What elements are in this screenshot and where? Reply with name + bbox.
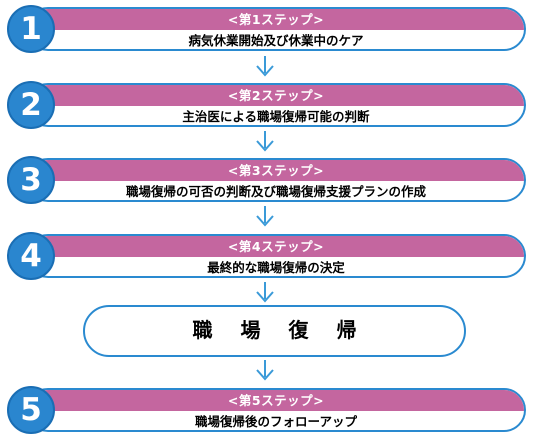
step-5-text: 職場復帰後のフォローアップ [194, 414, 357, 429]
arrow-down-icon [256, 360, 274, 381]
step-5: <第5ステップ> 職場復帰後のフォローアップ 5 [0, 386, 535, 434]
step-1-number: 1 [7, 5, 55, 53]
step-1-label: <第1ステップ> [28, 9, 524, 30]
step-3-text: 職場復帰の可否の判断及び職場復帰支援プランの作成 [125, 184, 426, 199]
step-4-box: <第4ステップ> 最終的な職場復帰の決定 [26, 234, 526, 278]
step-5-box: <第5ステップ> 職場復帰後のフォローアップ [26, 388, 526, 432]
step-4-text: 最終的な職場復帰の決定 [207, 260, 345, 275]
step-2: <第2ステップ> 主治医による職場復帰可能の判断 2 [0, 81, 535, 129]
step-3-box: <第3ステップ> 職場復帰の可否の判断及び職場復帰支援プランの作成 [26, 158, 526, 202]
step-3: <第3ステップ> 職場復帰の可否の判断及び職場復帰支援プランの作成 3 [0, 156, 535, 204]
step-1: <第1ステップ> 病気休業開始及び休業中のケア 1 [0, 5, 535, 53]
step-4-label: <第4ステップ> [28, 236, 524, 257]
step-5-number: 5 [7, 386, 55, 434]
step-2-box: <第2ステップ> 主治医による職場復帰可能の判断 [26, 83, 526, 127]
arrow-down-icon [256, 56, 274, 77]
step-2-text: 主治医による職場復帰可能の判断 [182, 109, 370, 124]
arrow-down-icon [256, 282, 274, 303]
step-2-label: <第2ステップ> [28, 85, 524, 106]
arrow-down-icon [256, 131, 274, 152]
return-to-work-box: 職場復帰 [83, 305, 466, 357]
step-3-label: <第3ステップ> [28, 160, 524, 181]
step-4: <第4ステップ> 最終的な職場復帰の決定 4 [0, 232, 535, 280]
step-1-box: <第1ステップ> 病気休業開始及び休業中のケア [26, 7, 526, 51]
step-4-number: 4 [7, 232, 55, 280]
step-5-label: <第5ステップ> [28, 390, 524, 411]
step-3-number: 3 [7, 156, 55, 204]
arrow-down-icon [256, 206, 274, 227]
step-2-number: 2 [7, 81, 55, 129]
step-1-text: 病気休業開始及び休業中のケア [188, 33, 364, 48]
